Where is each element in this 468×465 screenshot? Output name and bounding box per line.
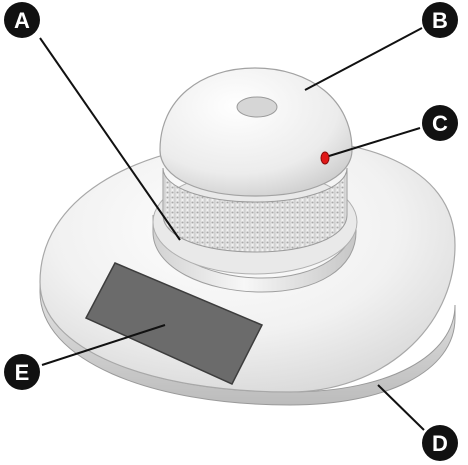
leader-line-b	[305, 28, 422, 90]
leader-line-d	[378, 385, 424, 430]
callout-c-label: C	[432, 111, 448, 136]
callout-b: B	[422, 2, 458, 38]
callout-d: D	[422, 425, 458, 461]
sensor-dome	[160, 68, 352, 196]
callout-b-label: B	[432, 8, 448, 33]
callout-e: E	[4, 354, 40, 390]
callout-e-label: E	[15, 360, 30, 385]
callout-a-label: A	[14, 8, 30, 33]
callout-c: C	[422, 105, 458, 141]
dome-top-hole	[237, 97, 277, 117]
callout-d-label: D	[432, 431, 448, 456]
callout-a: A	[4, 2, 40, 38]
indicator-light	[321, 152, 329, 164]
